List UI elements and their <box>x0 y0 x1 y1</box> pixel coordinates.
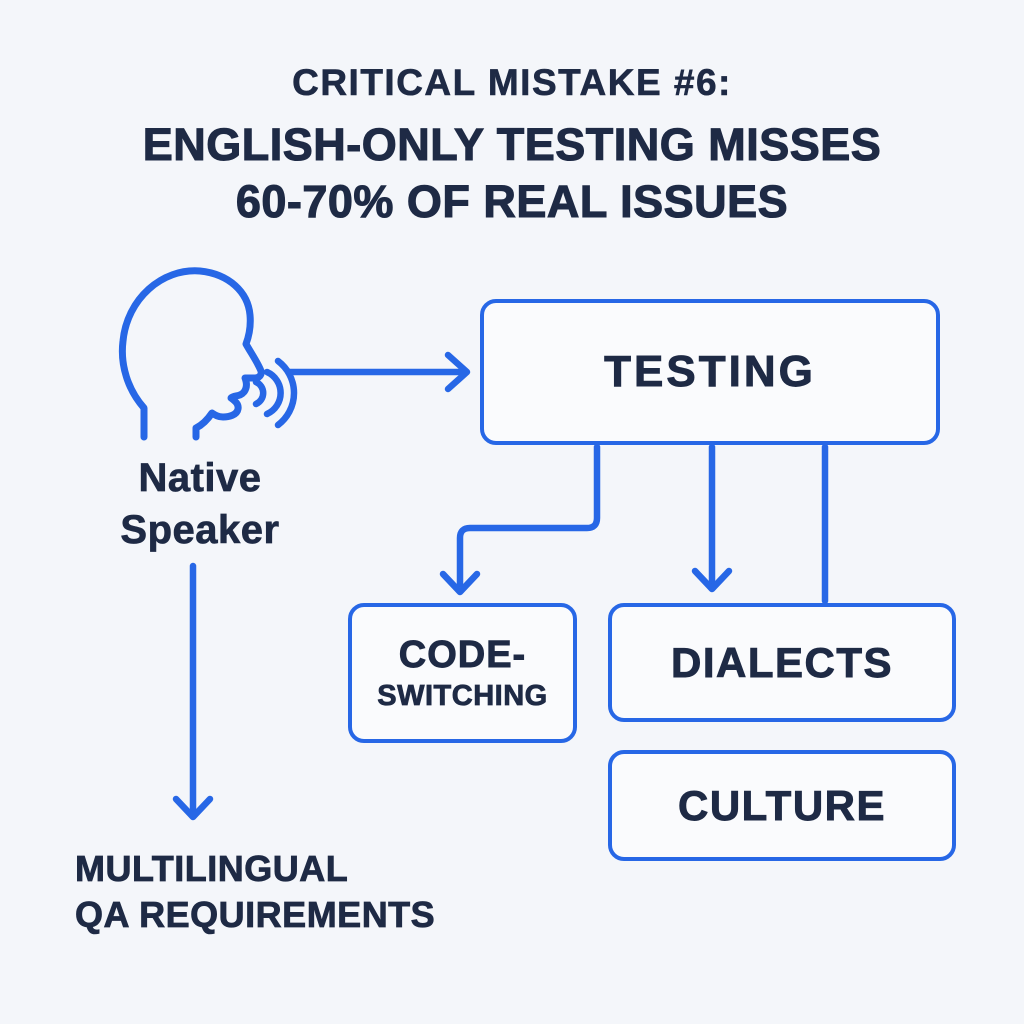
native-speaker-label: Native Speaker <box>58 452 342 556</box>
node-testing: TESTING <box>480 299 940 445</box>
multilingual-qa-requirements-label: MULTILINGUAL QA REQUIREMENTS <box>75 846 435 938</box>
arrow-down-icon <box>439 570 481 596</box>
arrow-right-icon <box>285 351 471 393</box>
node-dialects: DIALECTS <box>608 603 956 722</box>
outcome-line-1: MULTILINGUAL <box>75 848 349 890</box>
outcome-line-2: QA REQUIREMENTS <box>75 894 436 936</box>
node-code-switching-label-line-1: CODE- <box>398 633 527 676</box>
native-speaker-label-line-1: Native <box>138 456 262 501</box>
connector-testing-to-dialects <box>691 443 733 593</box>
arrow-down-icon <box>172 795 214 821</box>
node-code-switching-label-line-2: SWITCHING <box>377 679 548 712</box>
node-dialects-label: DIALECTS <box>671 638 893 686</box>
node-testing-label: TESTING <box>604 347 816 397</box>
connector-speaker-to-requirements <box>172 562 214 821</box>
title-line-2: ENGLISH-ONLY TESTING MISSES <box>142 118 882 170</box>
node-culture: CULTURE <box>608 750 956 861</box>
sound-waves-icon <box>252 357 298 429</box>
connector-testing-to-code-switching <box>439 443 601 596</box>
node-culture-label: CULTURE <box>677 781 887 829</box>
native-speaker-label-line-2: Speaker <box>120 508 280 553</box>
title-line-1: CRITICAL MISTAKE #6: <box>292 62 732 104</box>
page-title: CRITICAL MISTAKE #6: ENGLISH-ONLY TESTIN… <box>0 60 1024 230</box>
title-line-3: 60-70% OF REAL ISSUES <box>235 175 789 227</box>
arrow-down-icon <box>691 567 733 593</box>
node-code-switching: CODE- SWITCHING <box>348 603 577 743</box>
speaking-head-icon <box>118 267 298 441</box>
